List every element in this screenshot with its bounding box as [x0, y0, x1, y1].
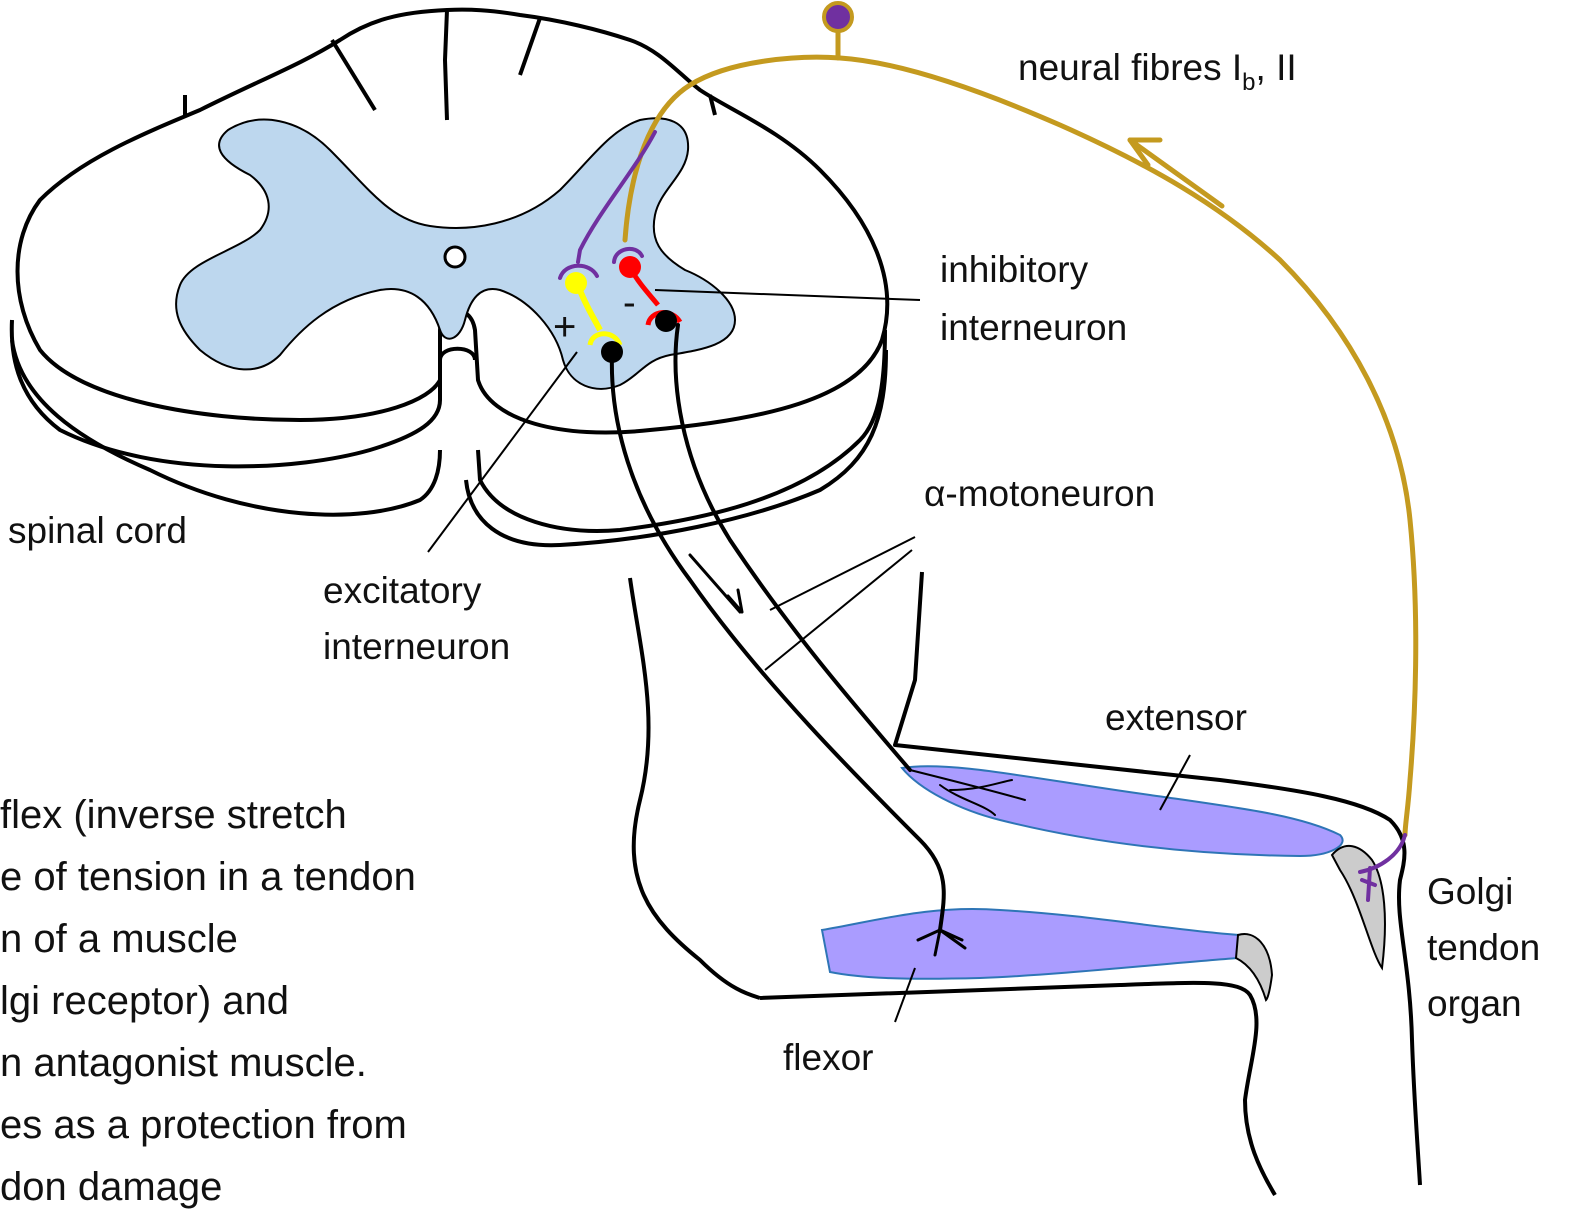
sensory-fibre	[625, 28, 1416, 835]
motoneuron-flexor-axon	[612, 355, 944, 930]
description-line: don damage	[0, 1165, 222, 1209]
dorsal-groove-left	[332, 40, 375, 110]
dorsal-groove-right	[520, 18, 540, 75]
spinal-cord-depth-right	[478, 330, 885, 531]
leg-outline	[630, 572, 1420, 1195]
motoneuron-leader-1	[770, 537, 915, 610]
extensor-muscle	[902, 766, 1343, 856]
golgi-label-1: Golgi	[1427, 871, 1513, 912]
thigh-outline-left	[630, 578, 760, 998]
dorsal-sulcus	[445, 10, 447, 120]
motoneuron-extensor-axon	[676, 325, 910, 770]
motoneuron-flexor-soma	[601, 341, 623, 363]
extensor-label: extensor	[1105, 697, 1247, 738]
direction-arrow-shaft	[1130, 140, 1222, 206]
flexor-muscle	[822, 909, 1240, 979]
efferent-arrow-shaft	[690, 555, 740, 612]
neural-fibres-suffix: , II	[1256, 47, 1297, 88]
plus-sign: +	[553, 305, 576, 349]
description-line: n antagonist muscle.	[0, 1041, 367, 1085]
neural-fibres-prefix: neural fibres I	[1018, 47, 1242, 88]
excitatory-soma	[565, 272, 587, 294]
neural-fibres-label: neural fibres Ib, II	[1018, 47, 1297, 96]
ventral-fissure	[440, 349, 475, 360]
minus-sign: -	[623, 282, 636, 324]
golgi-label-3: organ	[1427, 983, 1522, 1024]
dorsal-root-ganglion	[824, 3, 852, 31]
inhibitory-soma	[619, 256, 641, 278]
golgi-label-2: tendon	[1427, 927, 1540, 968]
description-line: flex (inverse stretch	[0, 793, 347, 837]
lower-leg-bottom	[760, 983, 1275, 1195]
description-line: e of tension in a tendon	[0, 855, 416, 899]
excitatory-leader	[428, 352, 577, 552]
sensory-fibre-path	[625, 57, 1416, 835]
description-line: lgi receptor) and	[0, 979, 289, 1023]
inhibitory-label-1: inhibitory	[940, 249, 1089, 290]
neural-fibres-sub: b	[1242, 69, 1255, 96]
motoneuron-leader-2	[765, 550, 912, 670]
alpha-motoneurons	[612, 325, 1025, 955]
description-line: n of a muscle	[0, 917, 238, 961]
excitatory-label-2: interneuron	[323, 626, 510, 667]
central-canal	[445, 247, 465, 267]
inhibitory-label-2: interneuron	[940, 307, 1127, 348]
spinal-cord-label: spinal cord	[8, 510, 187, 551]
spinal-cord-outline	[18, 10, 888, 433]
flexor-label: flexor	[783, 1037, 873, 1078]
motoneuron-extensor-soma	[655, 310, 677, 332]
thigh-outline-top	[895, 572, 1420, 1185]
excitatory-label-1: excitatory	[323, 570, 482, 611]
motoneuron-label: α-motoneuron	[924, 473, 1155, 514]
description-line: es as a protection from	[0, 1103, 407, 1147]
description-text: flex (inverse stretch e of tension in a …	[0, 793, 416, 1209]
